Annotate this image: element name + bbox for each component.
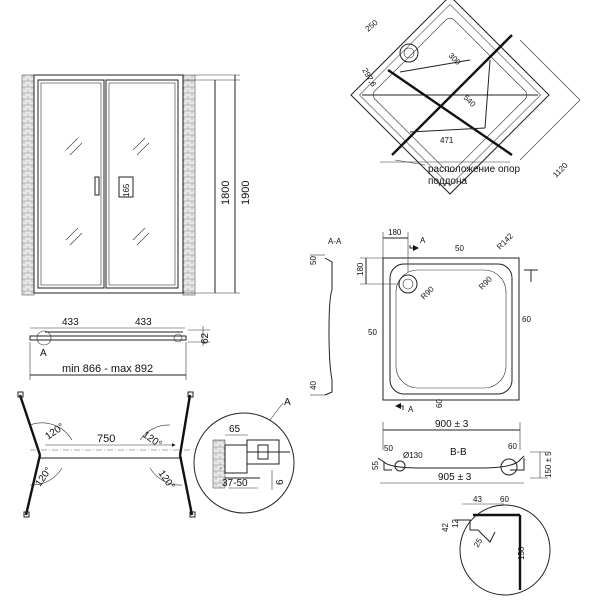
dim-37-50: 37-50 — [222, 478, 248, 489]
front-view: 165 1800 1900 — [21, 74, 252, 296]
section-b-b: B-B — [450, 447, 467, 458]
tray-detail: 43 60 42 12 25 150 — [441, 495, 551, 596]
caption-line2: поддона — [428, 176, 468, 187]
plan-r90-top: R90 — [477, 274, 494, 291]
dim-750: 750 — [97, 433, 115, 445]
caption-line1: расположение опор — [428, 164, 521, 175]
sec-dim-60: 60 — [508, 442, 517, 451]
dim-300: 300 — [447, 51, 463, 67]
detail-a: A 65 37-50 6 — [193, 397, 295, 514]
detail-a-label: A — [284, 397, 291, 408]
dim-6: 6 — [275, 479, 286, 485]
top-view: 433 433 62 A min 866 - max 892 — [29, 317, 211, 380]
handle-right — [118, 176, 134, 198]
tray-plan: A-A 50 40 180 A 50 R142 180 R90 R90 50 6… — [309, 228, 538, 414]
plan-r142: R142 — [495, 231, 515, 251]
marker-a-top: A — [40, 348, 47, 359]
det-60: 60 — [500, 495, 509, 504]
sec-dim-d130: Ø130 — [403, 451, 423, 460]
plan-marker-top: A — [420, 236, 426, 245]
det-42: 42 — [441, 523, 450, 532]
plan-dim-60-right: 60 — [522, 315, 531, 324]
wall-right — [182, 74, 196, 296]
swing-view: 120° 120° 120° 120° 750 — [17, 391, 196, 518]
det-43: 43 — [473, 495, 482, 504]
angle-left-top: 120° — [43, 422, 66, 443]
det-12: 12 — [451, 519, 460, 528]
section-a-a: A-A — [328, 237, 342, 246]
dim-433-left: 433 — [62, 317, 79, 328]
dim-905: 905 ± 3 — [438, 472, 472, 483]
dim-900: 900 ± 3 — [435, 419, 469, 430]
sec-dim-40: 40 — [309, 381, 318, 390]
dim-range: min 866 - max 892 — [62, 363, 153, 375]
dim-433-right: 433 — [135, 317, 152, 328]
wall-left — [21, 74, 35, 296]
dim-1900: 1900 — [240, 181, 252, 205]
handle-left — [94, 176, 100, 196]
dim-150: 150 ± 5 — [544, 451, 553, 478]
plan-dim-50-left: 50 — [368, 328, 377, 337]
dim-62: 62 — [200, 332, 211, 344]
sec-dim-50: 50 — [384, 444, 393, 453]
door-frame — [33, 74, 184, 294]
plan-r90-drain: R90 — [419, 284, 436, 301]
door-panel-left — [37, 79, 105, 289]
dim-65: 65 — [229, 424, 241, 435]
det-25: 25 — [472, 536, 485, 549]
plan-marker-bot: A — [408, 405, 414, 414]
door-panel-right — [105, 79, 179, 289]
dim-250: 250 — [364, 18, 380, 34]
dim-165: 165 — [122, 183, 131, 197]
angle-right-bot: 120° — [156, 468, 177, 491]
tray-supports: 250 300 540 471 297,6 1120 расположение … — [350, 0, 581, 195]
plan-r50-top: 50 — [455, 244, 464, 253]
sec-dim-50: 50 — [309, 256, 318, 265]
sec-dim-55: 55 — [371, 461, 380, 470]
tray-section: 900 ± 3 B-B 50 60 Ø130 55 905 ± 3 150 ± … — [371, 419, 553, 484]
plan-dim-60-bot: 60 — [435, 399, 444, 408]
angle-right-top: 120° — [140, 429, 163, 450]
plan-dim-180-top: 180 — [388, 228, 402, 237]
det-150: 150 — [517, 546, 526, 560]
dim-471: 471 — [440, 136, 454, 145]
dim-1800: 1800 — [220, 181, 232, 205]
plan-dim-180-side: 180 — [356, 262, 365, 276]
dim-1120: 1120 — [551, 160, 570, 179]
